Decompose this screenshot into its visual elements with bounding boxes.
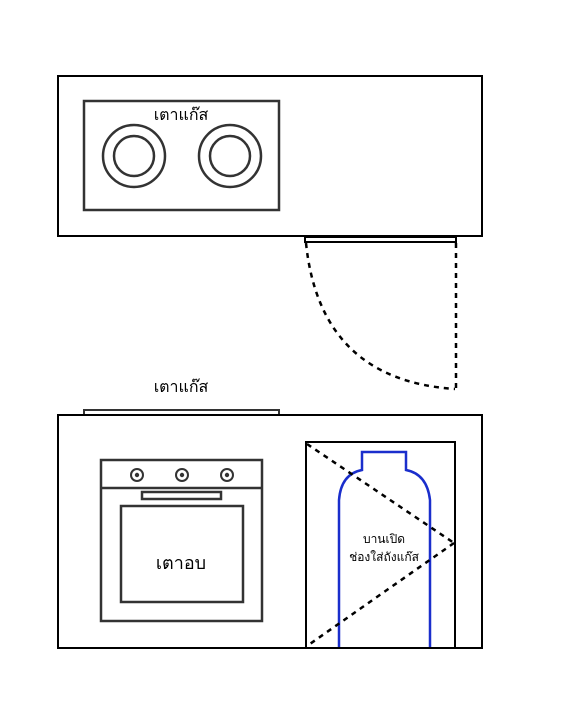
top-view: เตาแก๊ส <box>57 75 483 391</box>
oven-label: เตาอบ <box>156 553 206 574</box>
cooktop-label-front: เตาแก๊ส <box>154 377 209 396</box>
oven-window <box>119 504 245 604</box>
knob-icon <box>175 468 189 482</box>
burner-icon <box>197 123 263 189</box>
cooktop-label-top: เตาแก๊ส <box>154 105 209 124</box>
cabinet-door-plan <box>304 236 457 243</box>
oven-body <box>99 458 264 623</box>
cabinet-door-label-line1: บานเปิด <box>363 532 405 546</box>
burner-icon <box>101 123 167 189</box>
knob-icon <box>220 468 234 482</box>
cooktop-panel <box>82 99 281 212</box>
oven: เตาอบ <box>99 458 264 623</box>
counter-front-outline <box>57 414 483 649</box>
counter-top-outline <box>57 75 483 237</box>
knob-icon <box>130 468 144 482</box>
gas-tank-icon <box>337 450 432 647</box>
gas-tank-cabinet: บานเปิด ช่องใส่ถังแก๊ส <box>305 441 456 649</box>
front-view: เตาแก๊ส เตาอบ <box>57 377 483 649</box>
oven-handle <box>140 490 223 501</box>
door-swing-icon <box>304 242 458 391</box>
cabinet-door-frame <box>305 441 456 649</box>
cabinet-door-label-line2: ช่องใส่ถังแก๊ส <box>349 550 420 564</box>
